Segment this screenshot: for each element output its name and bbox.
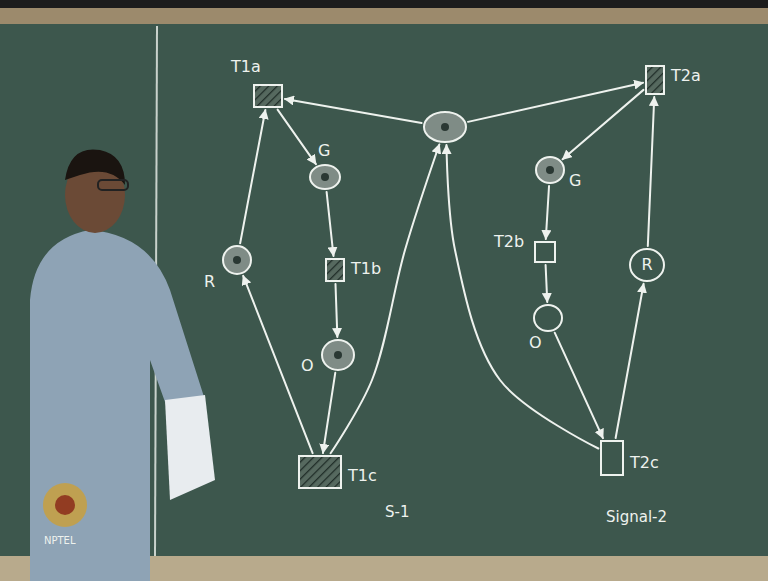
place-outline xyxy=(536,157,564,183)
transition-shape xyxy=(253,84,283,108)
place-shape xyxy=(321,339,355,371)
arc-arrow xyxy=(243,276,312,453)
token-dot xyxy=(546,166,554,174)
arc-arrow xyxy=(240,110,265,243)
arc-arrow xyxy=(323,373,335,453)
logo-emblem xyxy=(43,483,87,527)
place-shape xyxy=(423,111,467,143)
place-name: R xyxy=(641,256,652,274)
transition-shape xyxy=(325,258,345,282)
place-outline xyxy=(223,246,251,274)
arc-arrow xyxy=(335,284,337,337)
paper-sheet xyxy=(165,395,215,500)
arc-arrow xyxy=(468,83,643,122)
transition-outline xyxy=(535,242,555,262)
arc-arrow xyxy=(285,99,422,123)
arc-arrow xyxy=(446,145,598,449)
transition-outline xyxy=(299,456,341,488)
logo-text: NPTEL xyxy=(44,532,76,550)
transition-box: T1b xyxy=(325,258,345,282)
place-outline xyxy=(534,305,562,331)
transition-box: T2b xyxy=(534,241,556,263)
place-outline xyxy=(322,340,354,370)
arc-arrow xyxy=(648,97,654,246)
place-shape xyxy=(222,245,252,275)
net-label: S-1 xyxy=(385,503,409,521)
place-circle: O xyxy=(321,339,355,371)
node-label: O xyxy=(529,334,542,352)
transition-outline xyxy=(326,259,344,281)
node-label: R xyxy=(204,273,215,291)
transition-shape xyxy=(645,65,665,95)
arc-arrow xyxy=(327,192,334,256)
place-circle: O xyxy=(533,304,563,332)
node-label: O xyxy=(301,357,314,375)
token-dot xyxy=(334,351,342,359)
node-label: T2a xyxy=(671,67,701,85)
place-outline xyxy=(630,249,664,281)
transition-shape xyxy=(298,455,342,489)
logo-center xyxy=(55,495,75,515)
place-circle: R xyxy=(629,248,665,282)
place-shape xyxy=(533,304,563,332)
glasses xyxy=(98,180,128,190)
transition-outline xyxy=(601,441,623,475)
place-circle: G xyxy=(535,156,565,184)
place-outline xyxy=(424,112,466,142)
place-circle: R xyxy=(222,245,252,275)
lecturer-figure xyxy=(30,149,215,581)
node-label: G xyxy=(318,142,330,160)
transition-box: T2c xyxy=(600,440,624,476)
node-label: T2b xyxy=(494,233,524,251)
place-shape xyxy=(309,164,341,190)
token-dot xyxy=(441,123,449,131)
place-outline xyxy=(310,165,340,189)
arc-arrow xyxy=(546,265,548,302)
token-dot xyxy=(233,256,241,264)
transition-shape xyxy=(534,241,556,263)
node-label: T1a xyxy=(231,58,261,76)
transition-box: T1a xyxy=(253,84,283,108)
arc-arrow xyxy=(555,333,603,438)
node-label: T1b xyxy=(351,260,381,278)
arc-arrow xyxy=(278,110,316,164)
arc-arrow xyxy=(563,90,644,159)
shared-place xyxy=(423,111,467,143)
transition-box: T2a xyxy=(645,65,665,95)
arc-arrow xyxy=(546,186,549,239)
token-dot xyxy=(321,173,329,181)
node-label: G xyxy=(569,172,581,190)
place-shape xyxy=(535,156,565,184)
transition-shape xyxy=(600,440,624,476)
node-label: T1c xyxy=(348,467,377,485)
net-label: Signal-2 xyxy=(606,508,667,526)
place-circle: G xyxy=(309,164,341,190)
arc-arrow xyxy=(616,284,644,438)
node-label: T2c xyxy=(630,454,659,472)
board-frame xyxy=(0,8,768,24)
arc-arrow xyxy=(331,144,440,453)
board-top-edge xyxy=(0,0,768,8)
transition-outline xyxy=(254,85,282,107)
transition-box: T1c xyxy=(298,455,342,489)
transition-outline xyxy=(646,66,664,94)
